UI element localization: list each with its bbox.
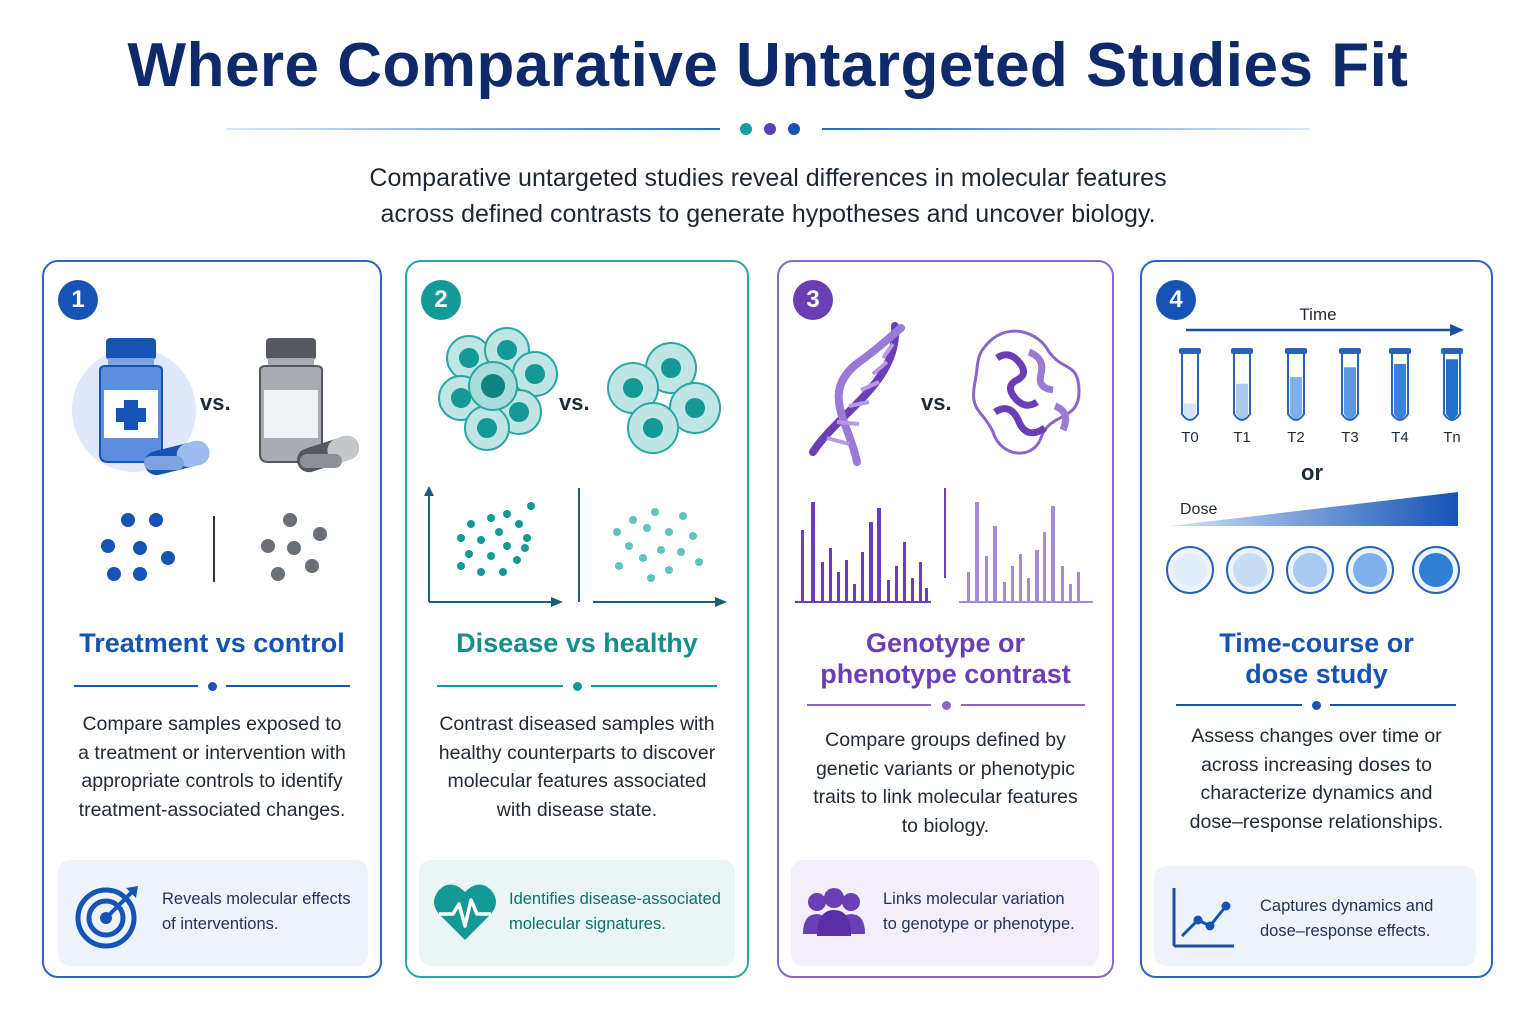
card-separator: [74, 680, 350, 692]
card-footer: Links molecular variation to genotype or…: [791, 860, 1099, 966]
test-tube-icon: [1389, 348, 1411, 421]
test-tubes-icon: [1179, 348, 1463, 421]
scatter-plot-diseased-icon: [424, 486, 563, 607]
disease-illustration: vs.: [424, 327, 727, 607]
blue-dots-icon: [101, 513, 175, 581]
vs-label: vs.: [921, 390, 952, 415]
petri-dish-icon: [1166, 546, 1214, 594]
petri-dish-icon: [1346, 546, 1394, 594]
tube-label: T4: [1391, 429, 1409, 446]
card-description: Compare samples exposed to a treatment o…: [78, 713, 346, 821]
dna-helix-icon: [809, 322, 905, 466]
protein-structure-icon: [972, 329, 1081, 455]
test-tube-icon: [1339, 348, 1361, 421]
trend-chart-icon: [1172, 888, 1234, 948]
mass-spectrum-a-icon: [801, 502, 928, 602]
dose-label: Dose: [1180, 501, 1217, 518]
card-description: Contrast diseased samples with healthy c…: [438, 713, 716, 821]
treatment-illustration: vs.: [72, 338, 360, 582]
blue-vial-icon: [99, 338, 163, 463]
card-disease-vs-healthy: 2 vs.: [405, 260, 749, 978]
card-title: Treatment vs control: [79, 628, 345, 658]
gray-pill-icon: [296, 435, 360, 473]
scatter-plot-healthy-icon: [593, 508, 727, 607]
tube-label: T2: [1287, 429, 1305, 446]
petri-dish-icon: [1226, 546, 1274, 594]
healthy-cells-icon: [607, 342, 721, 454]
dose-gradient-wedge: [1170, 492, 1458, 526]
test-tube-icon: [1179, 348, 1201, 421]
card-title: Genotype or phenotype contrast: [820, 628, 1071, 689]
card-separator: [1176, 699, 1456, 711]
card-separator: [807, 699, 1085, 711]
time-label: Time: [1299, 305, 1336, 324]
petri-dishes-icon: [1166, 546, 1460, 594]
petri-dish-icon: [1412, 546, 1460, 594]
card-footer: Identifies disease-associated molecular …: [419, 860, 735, 966]
step-badge: 4: [1156, 280, 1196, 320]
test-tube-icon: [1285, 348, 1307, 421]
genotype-illustration: vs.: [795, 322, 1093, 603]
card-title: Time-course or dose study: [1219, 628, 1414, 689]
card-description: Assess changes over time or across incre…: [1189, 725, 1444, 833]
tube-label: T0: [1181, 429, 1199, 446]
card-treatment-vs-control: 1 vs.: [42, 260, 382, 978]
step-badge: 1: [58, 280, 98, 320]
test-tube-icon: [1441, 348, 1463, 421]
card-footer: Captures dynamics and dose–response effe…: [1154, 866, 1476, 966]
vs-label: vs.: [559, 390, 590, 415]
intro-text: Comparative untargeted studies reveal di…: [369, 164, 1167, 228]
gray-vial-icon: [259, 338, 323, 463]
time-dose-illustration: Time T0 T1 T2 T3 T4 Tn or Dose: [1166, 305, 1464, 594]
card-time-course-dose: 4 Time T0 T1 T2 T3 T4 Tn or Dose Time-course …: [1140, 260, 1493, 978]
mass-spectrum-b-icon: [967, 502, 1080, 602]
title-divider: [226, 120, 1310, 138]
vs-label: vs.: [200, 390, 231, 415]
tube-label: T3: [1341, 429, 1359, 446]
group-icon: [803, 888, 865, 936]
card-genotype-phenotype: 3 vs.: [777, 260, 1114, 978]
blue-pill-icon: [144, 440, 210, 476]
gray-dots-icon: [261, 513, 327, 581]
heart-pulse-icon: [434, 884, 496, 940]
card-description: Compare groups defined by genetic varian…: [813, 729, 1078, 837]
petri-dish-icon: [1286, 546, 1334, 594]
target-icon: [75, 886, 138, 949]
page-title: Where Comparative Untargeted Studies Fit: [127, 31, 1409, 100]
diseased-cells-icon: [438, 327, 558, 451]
card-footer: Reveals molecular effects of interventio…: [58, 860, 368, 966]
or-label: or: [1301, 460, 1323, 485]
card-separator: [437, 680, 717, 692]
step-badge: 3: [793, 280, 833, 320]
step-badge: 2: [421, 280, 461, 320]
tube-labels: T0 T1 T2 T3 T4 Tn: [1181, 429, 1461, 446]
tube-label: Tn: [1443, 429, 1461, 446]
test-tube-icon: [1231, 348, 1253, 421]
card-title: Disease vs healthy: [456, 628, 698, 658]
tube-label: T1: [1233, 429, 1251, 446]
